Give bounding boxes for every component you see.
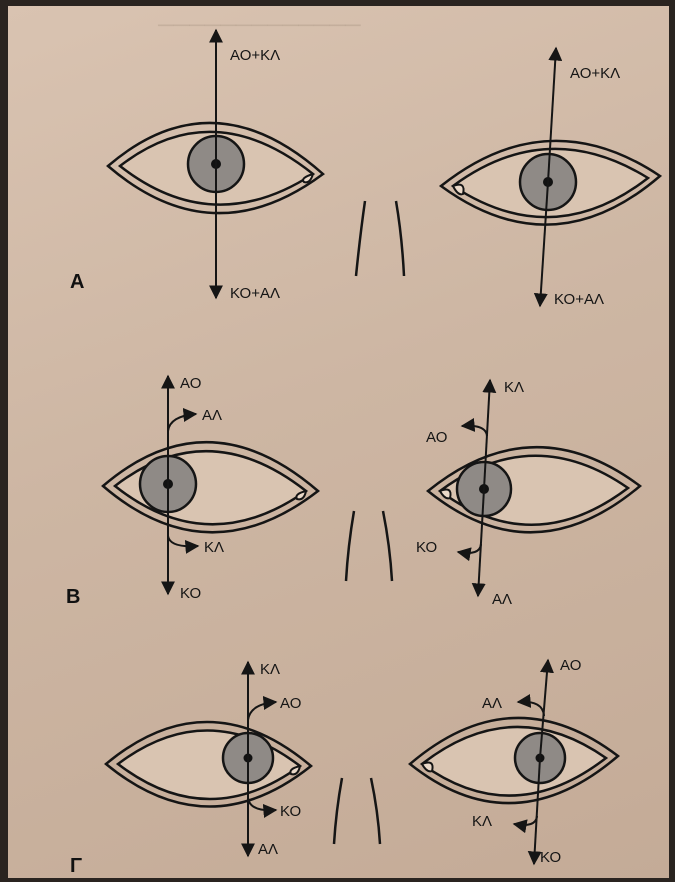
- label-up: ΚΛ: [260, 661, 280, 678]
- curved-arrow-lower: [168, 536, 198, 546]
- right-eye-b: ΚΛ ΑΟ ΚΟ ΑΛ: [416, 379, 640, 608]
- right-eye-c: ΑΟ ΑΛ ΚΛ ΚΟ: [410, 657, 618, 866]
- label-lower-curve: ΚΟ: [416, 539, 437, 556]
- label-lower-curve: ΚΛ: [204, 539, 224, 556]
- label-up: ΑΟ: [180, 375, 201, 392]
- label-up: ΑΟ: [560, 657, 581, 674]
- label-up: ΚΛ: [504, 379, 524, 396]
- panel-letter-a: Α: [70, 271, 84, 293]
- label-upper-curve: ΑΛ: [482, 695, 502, 712]
- left-eye-b: ΑΟ ΑΛ ΚΛ ΚΟ: [103, 375, 318, 602]
- nose-left-line: [334, 778, 342, 844]
- caruncle: [440, 490, 451, 499]
- label-lower-curve: ΚΟ: [280, 803, 301, 820]
- label-down: ΚΟ: [180, 585, 201, 602]
- label-upper-curve: ΑΛ: [202, 407, 222, 424]
- right-eye-a: ΑΟ+ΚΛ ΚΟ+ΑΛ: [441, 48, 660, 308]
- left-eye-a: ΑΟ+ΚΛ ΚΟ+ΑΛ: [108, 30, 323, 302]
- label-down: ΚΟ: [540, 849, 561, 866]
- panel-letter-c: Γ: [70, 855, 82, 877]
- book-page: ───────────── ΑΟ+ΚΛ ΚΟ+ΑΛ: [8, 6, 669, 878]
- label-up: ΑΟ+ΚΛ: [570, 65, 620, 82]
- nose-left-line: [346, 511, 354, 581]
- panel-b: ΑΟ ΑΛ ΚΛ ΚΟ ΚΛ ΑΟ ΚΟ: [66, 375, 640, 608]
- label-up: ΑΟ+ΚΛ: [230, 47, 280, 64]
- curved-arrow-upper: [518, 702, 544, 716]
- panel-a: ΑΟ+ΚΛ ΚΟ+ΑΛ ΑΟ+ΚΛ ΚΟ+ΑΛ Α: [70, 30, 660, 308]
- curved-arrow-upper: [168, 414, 196, 431]
- caruncle: [453, 185, 464, 195]
- label-down: ΚΟ+ΑΛ: [230, 285, 280, 302]
- panel-c: ΚΛ ΑΟ ΚΟ ΑΛ ΑΟ ΑΛ ΚΛ: [70, 657, 618, 877]
- label-down: ΑΛ: [492, 591, 512, 608]
- curved-arrow-lower: [514, 816, 537, 825]
- label-upper-curve: ΑΟ: [426, 429, 447, 446]
- label-upper-curve: ΑΟ: [280, 695, 301, 712]
- nose-right-line: [383, 511, 392, 581]
- curved-arrow-lower: [458, 544, 481, 553]
- panel-letter-b: Β: [66, 586, 80, 608]
- nose-right-line: [396, 201, 404, 276]
- eye-movement-diagram: ΑΟ+ΚΛ ΚΟ+ΑΛ ΑΟ+ΚΛ ΚΟ+ΑΛ Α: [8, 6, 669, 878]
- nose-left-line: [356, 201, 365, 276]
- curved-arrow-upper: [248, 702, 276, 720]
- label-down: ΚΟ+ΑΛ: [554, 291, 604, 308]
- label-down: ΑΛ: [258, 841, 278, 858]
- nose-right-line: [371, 778, 380, 844]
- label-lower-curve: ΚΛ: [472, 813, 492, 830]
- left-eye-c: ΚΛ ΑΟ ΚΟ ΑΛ: [106, 661, 311, 858]
- caruncle: [422, 763, 433, 772]
- curved-arrow-upper: [462, 426, 487, 436]
